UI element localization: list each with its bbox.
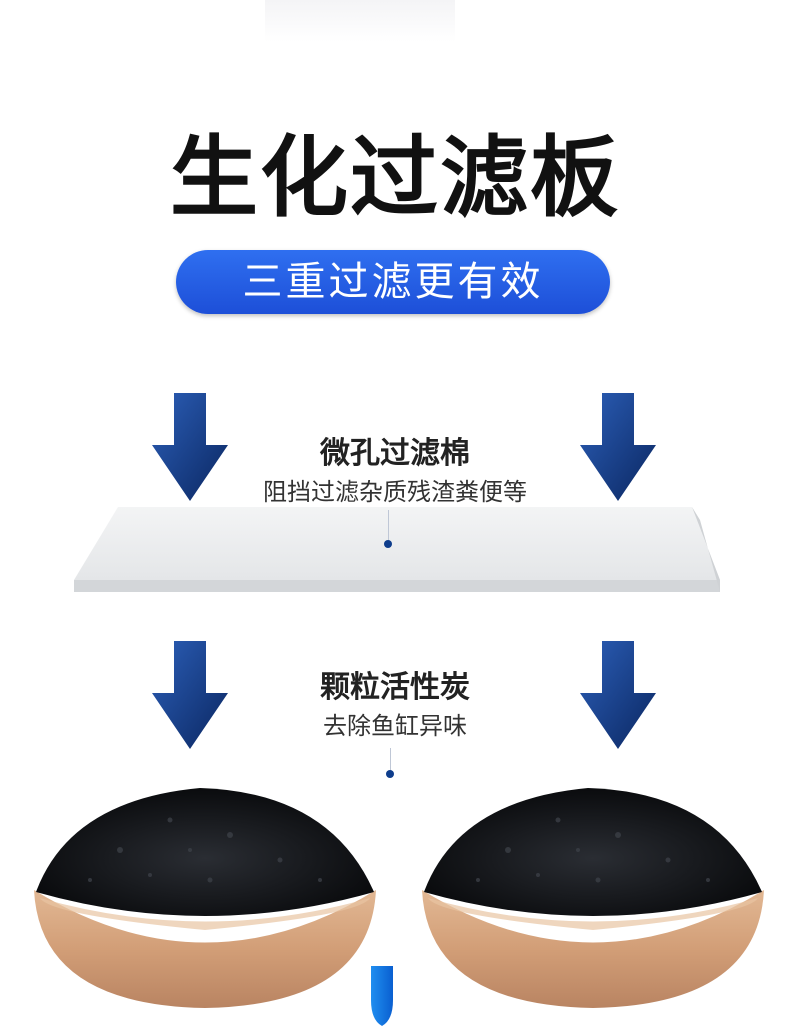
layer-title: 颗粒活性炭 [320, 670, 470, 705]
activated-carbon-bowl-image [34, 788, 376, 1008]
down-arrow-icon [580, 641, 656, 749]
blue-drop-decoration [371, 966, 393, 1026]
layer-description: 去除鱼缸异味 [323, 712, 467, 740]
marker-line [390, 748, 391, 772]
down-arrow-icon [580, 393, 656, 501]
top-fade-decoration [265, 0, 455, 42]
down-arrow-icon [152, 641, 228, 749]
subtitle-badge: 三重过滤更有效 [176, 250, 610, 314]
marker-dot [384, 540, 392, 548]
layer-title: 微孔过滤棉 [320, 436, 470, 471]
page-title: 生化过滤板 [169, 126, 620, 229]
marker-line [388, 510, 389, 542]
activated-carbon-bowl-image [422, 788, 764, 1008]
marker-dot [386, 770, 394, 778]
subtitle-text: 三重过滤更有效 [242, 259, 544, 305]
layer-description: 阻挡过滤杂质残渣粪便等 [263, 478, 527, 506]
down-arrow-icon [152, 393, 228, 501]
